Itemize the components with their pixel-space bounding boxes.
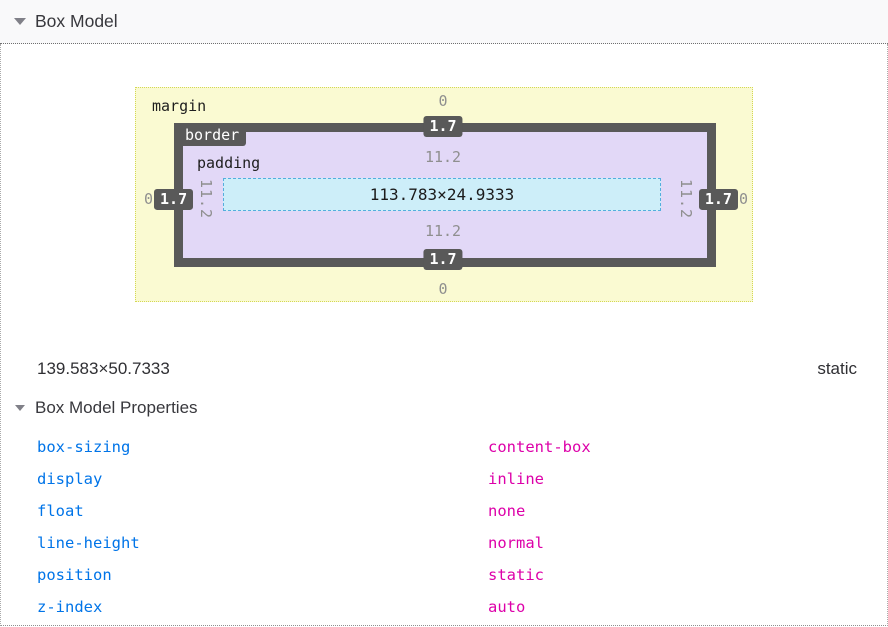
box-model-section-header[interactable]: Box Model <box>0 0 888 44</box>
border-left-value[interactable]: 1.7 <box>154 188 194 210</box>
property-name[interactable]: float <box>37 502 84 520</box>
padding-left-value[interactable]: 11.2 <box>197 178 216 220</box>
padding-top-value[interactable]: 11.2 <box>424 148 462 166</box>
property-value[interactable]: none <box>488 502 526 520</box>
property-row: box-sizing content-box <box>1 431 887 463</box>
padding-bottom-value[interactable]: 11.2 <box>424 222 462 240</box>
border-label: border <box>178 125 247 146</box>
content-dimensions: 113.783×24.9333 <box>369 185 515 204</box>
property-name[interactable]: box-sizing <box>37 438 131 456</box>
padding-right-value[interactable]: 11.2 <box>676 178 695 220</box>
property-name[interactable]: line-height <box>37 534 140 552</box>
left-values-group: 0 1.7 11.2 <box>144 179 215 219</box>
property-row: line-height normal <box>1 527 887 559</box>
property-value[interactable]: auto <box>488 598 526 616</box>
collapse-arrow-icon <box>15 405 25 411</box>
property-row: float none <box>1 495 887 527</box>
property-row: position static <box>1 559 887 591</box>
box-model-diagram: margin border padding 113.783×24.9333 0 … <box>135 87 753 302</box>
box-model-properties-header[interactable]: Box Model Properties <box>1 396 887 420</box>
property-row: z-index auto <box>1 591 887 623</box>
margin-bottom-value[interactable]: 0 <box>438 280 448 298</box>
properties-list: box-sizing content-box display inline fl… <box>1 431 887 623</box>
content-box: 113.783×24.9333 <box>223 178 661 211</box>
right-values-group: 11.2 1.7 0 <box>677 179 748 219</box>
property-name[interactable]: z-index <box>37 598 103 616</box>
margin-right-value[interactable]: 0 <box>738 190 748 208</box>
property-value[interactable]: inline <box>488 470 544 488</box>
box-model-content: margin border padding 113.783×24.9333 0 … <box>0 44 888 626</box>
element-position: static <box>817 359 857 378</box>
border-right-value[interactable]: 1.7 <box>698 188 738 210</box>
margin-left-value[interactable]: 0 <box>144 190 154 208</box>
property-value[interactable]: normal <box>488 534 544 552</box>
collapse-arrow-icon <box>14 18 26 25</box>
border-bottom-value[interactable]: 1.7 <box>423 249 463 270</box>
properties-section-title: Box Model Properties <box>35 398 198 417</box>
property-name[interactable]: position <box>37 566 112 584</box>
element-info-row: 139.583×50.7333 static <box>1 359 887 379</box>
padding-label: padding <box>197 154 261 172</box>
margin-label: margin <box>152 97 207 115</box>
section-title: Box Model <box>35 11 118 31</box>
property-value[interactable]: static <box>488 566 544 584</box>
property-name[interactable]: display <box>37 470 103 488</box>
property-row: display inline <box>1 463 887 495</box>
margin-top-value[interactable]: 0 <box>438 92 448 110</box>
property-value[interactable]: content-box <box>488 438 591 456</box>
border-top-value[interactable]: 1.7 <box>423 116 463 137</box>
element-dimensions: 139.583×50.7333 <box>37 359 170 378</box>
